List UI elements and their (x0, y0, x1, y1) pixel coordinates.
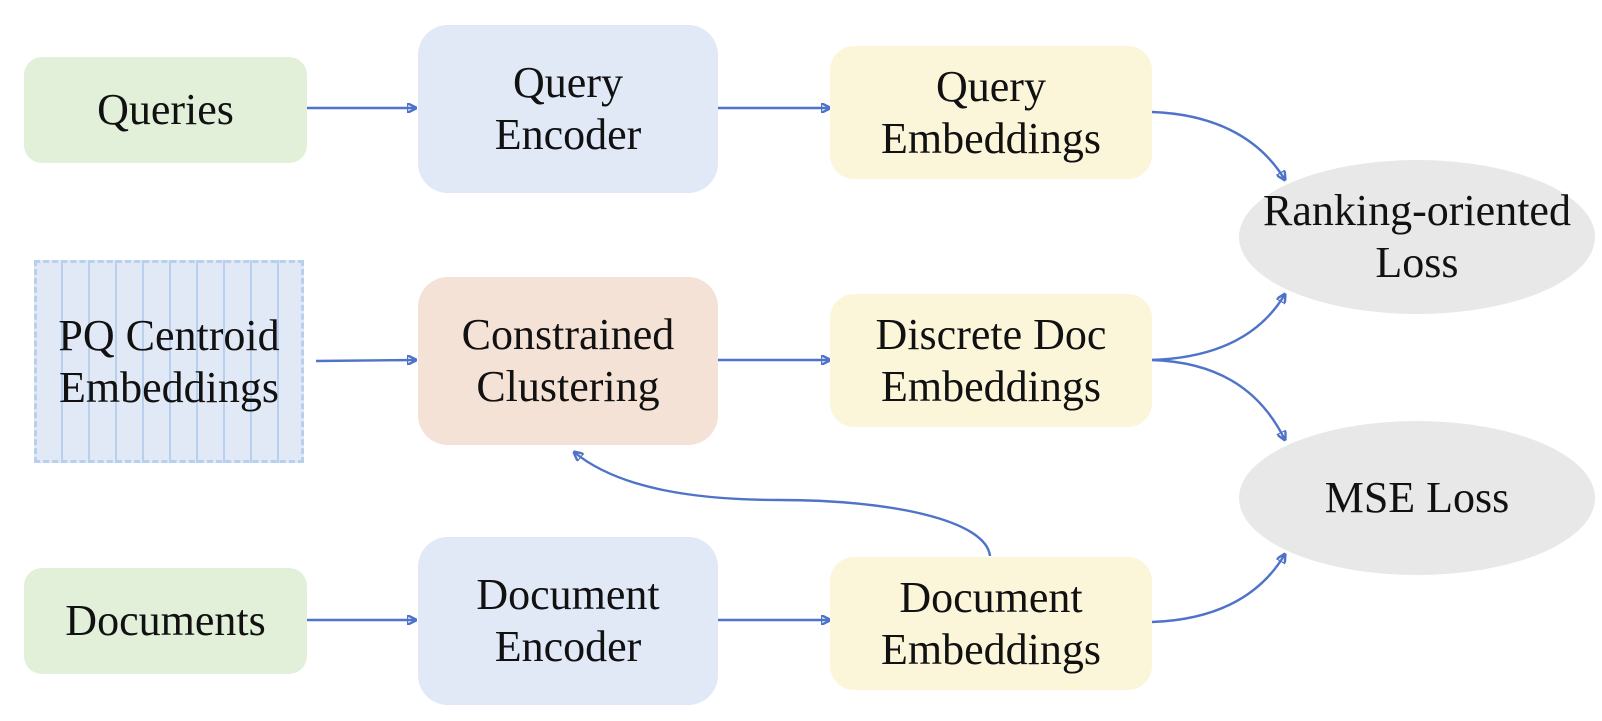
query-encoder-label: Query Encoder (494, 58, 642, 159)
documents-node: Documents (24, 568, 307, 674)
pq-centroid-embeddings-node: PQ Centroid Embeddings (34, 260, 304, 463)
arrow-discrete-doc-to-mse-loss (1151, 358, 1285, 440)
discrete-doc-embeddings-node: Discrete Doc Embeddings (830, 294, 1152, 427)
ranking-oriented-loss-label: Ranking-oriented Loss (1263, 186, 1571, 287)
pq-centroid-embeddings-label: PQ Centroid Embeddings (58, 310, 280, 412)
constrained-clustering-label: Constrained Clustering (461, 310, 675, 411)
document-embeddings-label: Document Embeddings (881, 572, 1101, 674)
queries-node: Queries (24, 57, 307, 163)
constrained-clustering-node: Constrained Clustering (418, 277, 718, 445)
query-encoder-node: Query Encoder (418, 25, 718, 193)
arrow-document-embeddings-to-mse-loss (1151, 554, 1285, 624)
document-embeddings-node: Document Embeddings (830, 557, 1152, 690)
query-embeddings-label: Query Embeddings (881, 61, 1101, 163)
ranking-oriented-loss-node: Ranking-oriented Loss (1239, 160, 1595, 314)
mse-loss-node: MSE Loss (1239, 421, 1595, 575)
queries-label: Queries (97, 85, 234, 134)
arrow-query-embeddings-to-ranking-loss (1151, 110, 1285, 180)
arrow-discrete-doc-to-ranking-loss (1151, 294, 1285, 362)
document-encoder-node: Document Encoder (418, 537, 718, 705)
document-encoder-label: Document Encoder (476, 570, 660, 671)
query-embeddings-node: Query Embeddings (830, 46, 1152, 179)
discrete-doc-embeddings-label: Discrete Doc Embeddings (875, 309, 1107, 411)
mse-loss-label: MSE Loss (1324, 473, 1510, 522)
arrow-pq-to-constrained-clustering (315, 360, 416, 361)
documents-label: Documents (65, 596, 266, 645)
arrow-document-embeddings-to-constrained-clustering (574, 452, 992, 557)
